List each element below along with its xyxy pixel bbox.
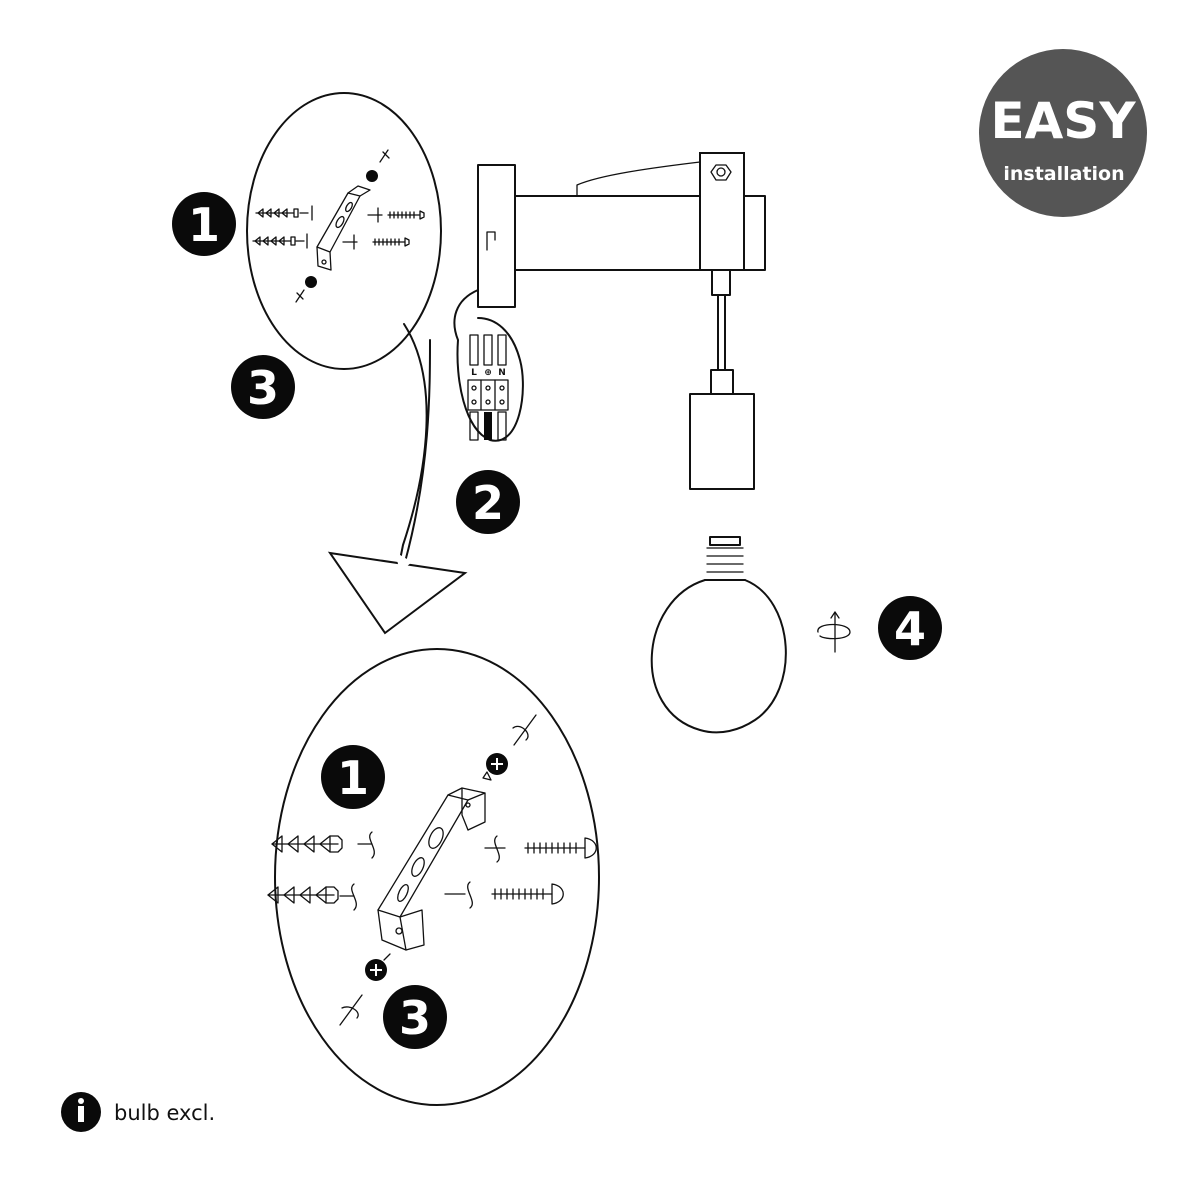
badge-subtitle: installation <box>1003 163 1124 185</box>
terminal-label-l: L <box>471 368 477 378</box>
step-2-marker: 2 <box>456 470 520 534</box>
terminal-label-earth: ⊕ <box>484 368 492 378</box>
rotate-icon <box>817 611 851 653</box>
svg-text:1: 1 <box>337 751 369 805</box>
small-mounting-detail <box>246 92 442 370</box>
large-mounting-detail: 1 3 <box>267 648 600 1106</box>
wiring-detail: L ⊕ N <box>453 289 524 442</box>
step-1-large-marker: 1 <box>321 745 385 809</box>
screw-icon <box>444 881 564 909</box>
info-icon <box>61 1092 101 1132</box>
terminal-label-n: N <box>498 368 506 378</box>
screw-icon <box>342 234 410 250</box>
easy-installation-badge: EASY installation <box>979 49 1147 217</box>
info-note: bulb excl. <box>61 1092 215 1132</box>
screw-head-icon <box>482 753 508 781</box>
step-3-large-marker: 3 <box>383 985 447 1049</box>
screw-icon <box>367 207 425 223</box>
step-3-small-marker: 3 <box>231 355 295 419</box>
svg-text:2: 2 <box>472 476 504 530</box>
screw-head-icon <box>365 953 391 981</box>
step-1-small-marker: 1 <box>172 192 236 256</box>
bulb-illustration <box>650 536 787 734</box>
svg-text:1: 1 <box>188 198 220 252</box>
step-4-marker: 4 <box>878 596 942 660</box>
wall-anchor-icon <box>255 208 299 218</box>
wall-anchor-icon <box>252 236 296 246</box>
svg-text:3: 3 <box>399 991 431 1045</box>
note-text: bulb excl. <box>114 1101 215 1125</box>
svg-text:4: 4 <box>894 602 926 656</box>
wall-anchor-icon <box>267 886 339 904</box>
wall-anchor-icon <box>271 835 343 853</box>
svg-text:3: 3 <box>247 361 279 415</box>
wall-lamp <box>477 152 766 490</box>
badge-title: EASY <box>990 92 1136 150</box>
zoom-arrow <box>327 323 468 635</box>
screw-icon <box>484 835 597 863</box>
